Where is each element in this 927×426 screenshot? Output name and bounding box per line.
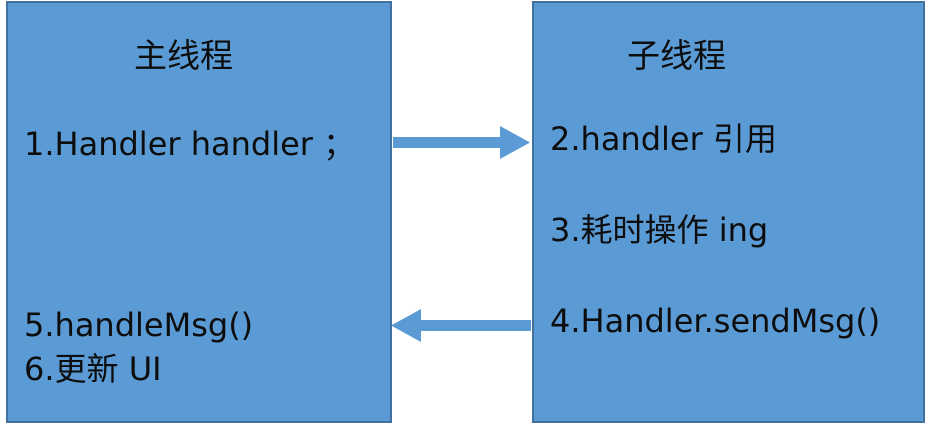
sub-thread-box — [532, 1, 925, 423]
sub-step-4: 4.Handler.sendMsg() — [550, 302, 881, 340]
main-thread-title: 主线程 — [134, 36, 233, 75]
sub-thread-title: 子线程 — [627, 36, 726, 75]
main-step-1: 1.Handler handler ； — [24, 125, 356, 163]
main-thread-box — [6, 1, 392, 423]
sub-step-2: 2.handler 引用 — [550, 120, 777, 158]
sub-step-3: 3.耗时操作 ing — [550, 211, 769, 249]
arrow-sub-to-main — [391, 309, 531, 342]
main-step-5: 5.handleMsg() — [24, 306, 254, 344]
main-step-6: 6.更新 UI — [24, 350, 162, 388]
arrow-main-to-sub — [393, 126, 530, 159]
